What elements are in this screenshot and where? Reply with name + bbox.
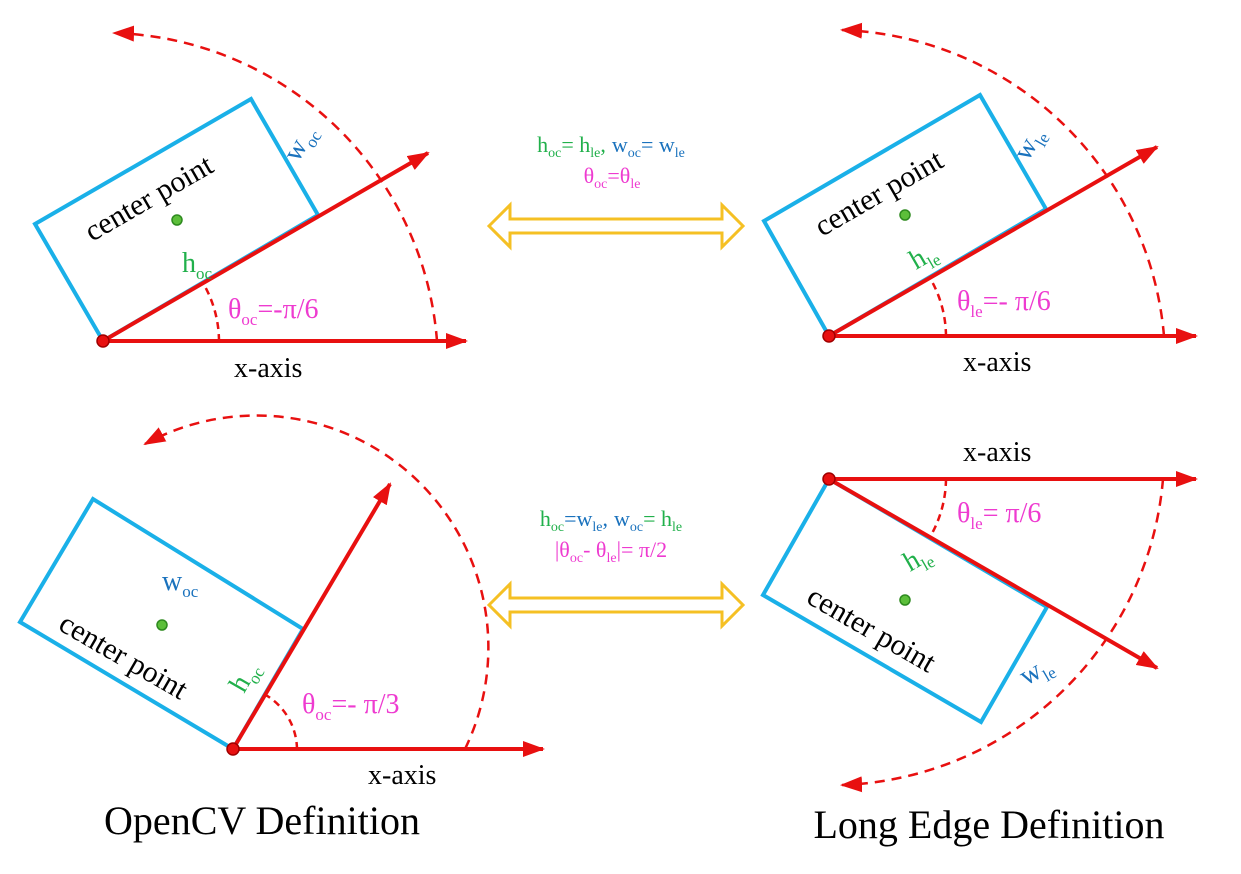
theta-label: θoc=-π/6 — [228, 294, 319, 329]
panel-opencv-top: center point woc hoc θoc=-π/6 x-axis — [32, 25, 468, 384]
center-point-dot — [156, 619, 168, 631]
relation-bottom-eq1: hoc=wle,woc= hle — [540, 506, 682, 535]
rotation-arc — [840, 478, 1165, 793]
rotation-arc — [112, 25, 439, 342]
angle-arc — [263, 692, 299, 750]
x-axis-label: x-axis — [963, 347, 1031, 378]
caption-opencv: OpenCV Definition — [104, 798, 420, 843]
panel-longedge-top: center point wle hle θle=- π/6 x-axis — [761, 22, 1198, 378]
x-axis-label: x-axis — [368, 760, 436, 791]
rotation-arc — [840, 22, 1166, 337]
center-point-dot — [899, 594, 911, 606]
center-point-dot — [899, 209, 911, 221]
relation-bottom: hoc=wle,woc= hle |θoc- θle|= π/2 — [486, 506, 746, 630]
rotation-arc — [143, 414, 490, 750]
angle-arc — [201, 282, 221, 342]
theta-label: θoc=- π/3 — [302, 689, 400, 724]
origin-point — [822, 472, 836, 486]
relation-top-eq2: θoc=θle — [584, 163, 641, 192]
x-axis-label: x-axis — [963, 437, 1031, 468]
w-label: woc — [162, 566, 199, 601]
relation-top: hoc= hle,woc= wle θoc=θle — [486, 132, 746, 251]
relation-bottom-eq2: |θoc- θle|= π/2 — [555, 537, 667, 566]
origin-point — [226, 742, 240, 756]
h-axis-arrow — [828, 477, 1159, 670]
center-point-dot — [171, 214, 183, 226]
w-label: wle — [1007, 122, 1054, 168]
theta-label: θle=- π/6 — [957, 286, 1051, 321]
double-arrow-bottom — [486, 580, 746, 630]
h-axis-arrow — [231, 482, 392, 751]
h-axis-arrow — [101, 151, 430, 343]
h-axis-arrow — [828, 145, 1159, 338]
x-axis-label: x-axis — [234, 353, 302, 384]
theta-label: θle= π/6 — [957, 498, 1041, 533]
caption-long-edge: Long Edge Definition — [813, 802, 1164, 847]
center-point-label: center point — [809, 143, 949, 243]
origin-point — [96, 334, 110, 348]
center-point-label: center point — [79, 148, 219, 248]
relation-top-eq1: hoc= hle,woc= wle — [537, 132, 685, 161]
panel-opencv-bottom: woc center point hoc θoc=- π/3 x-axis — [17, 414, 545, 791]
angle-arc — [928, 478, 948, 538]
panel-longedge-bottom: x-axis θle= π/6 hle center point wle — [760, 437, 1198, 793]
double-arrow-top — [486, 201, 746, 251]
origin-point — [822, 329, 836, 343]
w-label: woc — [277, 119, 326, 168]
h-label: hoc — [223, 656, 269, 700]
angle-arc — [928, 277, 948, 337]
h-label: hoc — [182, 248, 213, 283]
h-label: hle — [898, 538, 938, 581]
